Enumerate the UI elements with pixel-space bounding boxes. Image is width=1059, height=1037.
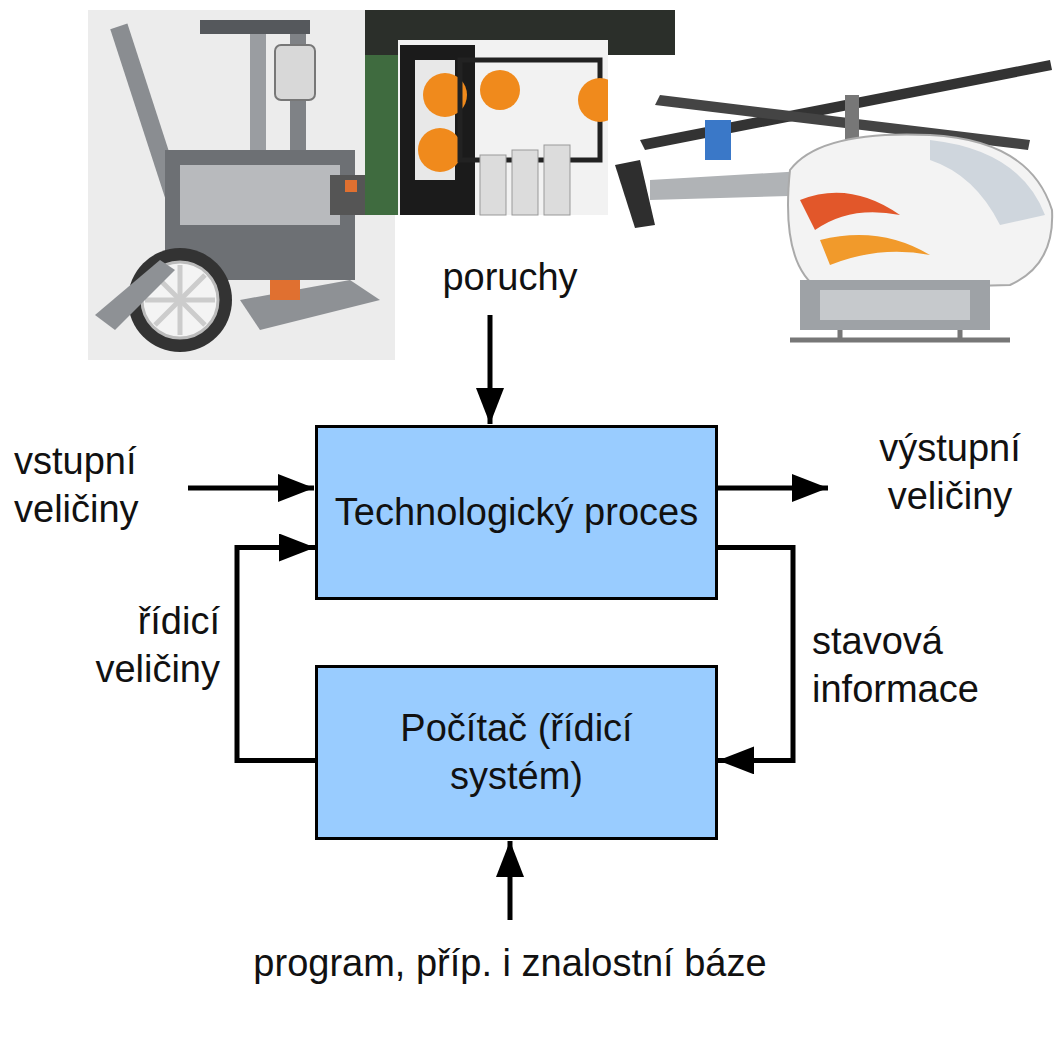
signal-label: poruchy bbox=[360, 254, 660, 302]
signal-arrows bbox=[188, 315, 828, 920]
program-arrow bbox=[508, 841, 513, 920]
signal-label: výstupní veličiny bbox=[845, 425, 1055, 520]
robot-photo bbox=[88, 10, 395, 360]
input-arrow bbox=[188, 486, 314, 491]
signal-label: program, příp. i znalostní báze bbox=[160, 940, 860, 988]
process-box: Počítač (řídicí systém) bbox=[315, 665, 718, 840]
process-box: Technologický proces bbox=[315, 425, 718, 600]
edge-label: stavová informace bbox=[812, 618, 1052, 713]
box-label: Technologický proces bbox=[321, 489, 712, 537]
feedback-connector bbox=[718, 548, 793, 761]
edge-label: řídicí veličiny bbox=[20, 598, 220, 693]
box-label: Počítač (řídicí systém) bbox=[318, 705, 715, 800]
helicopter-photo bbox=[615, 60, 1052, 340]
disturbance-arrow bbox=[488, 315, 493, 424]
feedback-connector bbox=[237, 548, 315, 761]
signal-label: vstupní veličiny bbox=[14, 438, 189, 533]
output-arrow bbox=[700, 486, 828, 491]
